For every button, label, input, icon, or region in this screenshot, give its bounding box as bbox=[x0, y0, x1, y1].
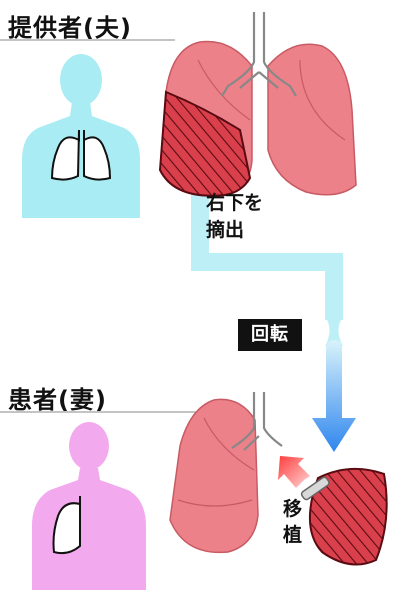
patient-small-lung-icon bbox=[52, 496, 81, 555]
donor-title: 提供者(夫) bbox=[8, 14, 132, 42]
rotation-label: 回転 bbox=[238, 319, 302, 351]
patient-body-silhouette bbox=[32, 422, 146, 590]
donor-small-lungs-icon bbox=[50, 129, 112, 181]
resection-label: 右下を 摘出 bbox=[206, 190, 306, 244]
donor-trachea-icon bbox=[221, 12, 297, 97]
resection-label-line-1: 右下を bbox=[206, 192, 264, 214]
donor-lungs-icon bbox=[158, 12, 357, 197]
transplanted-lobe bbox=[300, 467, 388, 566]
rotation-pinch bbox=[325, 316, 343, 346]
transfer-path-band bbox=[191, 178, 343, 320]
donor-body-silhouette bbox=[22, 54, 140, 218]
attach-arrow bbox=[278, 456, 310, 488]
patient-trachea-icon bbox=[231, 392, 283, 451]
lobe-bronchus-icon bbox=[300, 476, 330, 501]
patient-lung-icon bbox=[169, 392, 283, 554]
patient-title: 患者(妻) bbox=[8, 386, 107, 414]
resected-lobe bbox=[158, 90, 252, 197]
move-down-arrow bbox=[312, 340, 356, 452]
resection-label-line-2: 摘出 bbox=[206, 219, 245, 241]
transplant-label: 移植 bbox=[283, 498, 303, 546]
